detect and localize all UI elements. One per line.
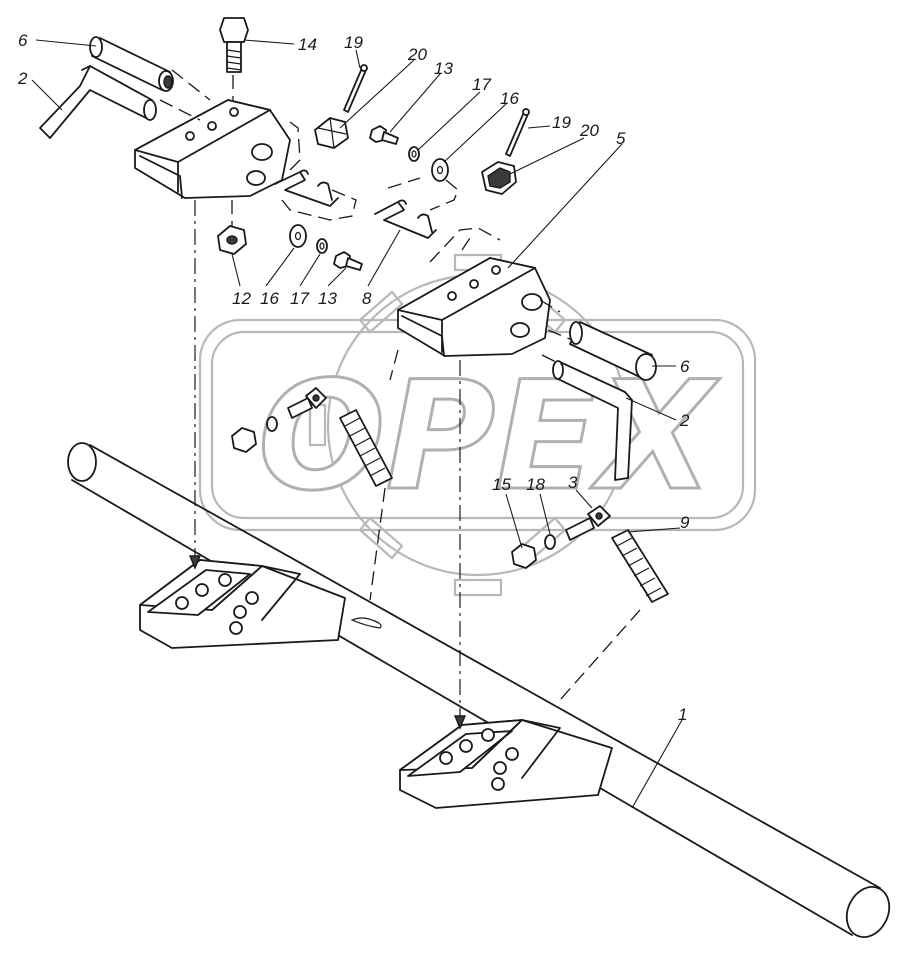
eye-bolt-3 — [565, 505, 611, 541]
leader-lines — [31, 39, 683, 809]
washer-16-lower — [289, 224, 307, 248]
callout-18: 18 — [526, 475, 545, 494]
cotter-pin-19-right — [505, 108, 530, 157]
pin-6-right — [569, 321, 657, 381]
callout-14: 14 — [298, 35, 317, 54]
washer-18 — [544, 534, 556, 550]
callout-3: 3 — [568, 473, 578, 492]
washer-17-lower — [316, 238, 328, 254]
callout-17-upper: 17 — [472, 75, 491, 94]
spring-left — [339, 409, 393, 487]
callout-17-lower: 17 — [290, 289, 309, 308]
handle-2-right — [552, 360, 633, 481]
callout-5: 5 — [616, 129, 626, 148]
washer-16-upper — [431, 158, 449, 182]
tube-bracket-left — [139, 559, 346, 649]
callout-6-upper: 6 — [18, 31, 28, 50]
assembly-guide-lines — [159, 69, 641, 720]
eye-bolt-left — [287, 387, 327, 419]
bolt-13-lower — [333, 251, 363, 271]
cotter-pin-19-left — [343, 64, 368, 113]
nut-12 — [217, 225, 247, 255]
callout-13-lower: 13 — [318, 289, 337, 308]
callout-9: 9 — [680, 513, 690, 532]
clip-8-lower — [374, 199, 437, 239]
tube-bracket-right — [399, 719, 613, 809]
callout-8: 8 — [362, 289, 372, 308]
callout-16-lower: 16 — [260, 289, 279, 308]
callout-16-upper: 16 — [500, 89, 519, 108]
callout-2-right: 2 — [679, 411, 690, 430]
main-tube — [67, 442, 891, 938]
callout-12: 12 — [232, 289, 251, 308]
bolt-14 — [219, 17, 249, 73]
spring-9 — [611, 529, 669, 603]
castle-nut-20-left — [314, 117, 349, 149]
callout-19-upper: 19 — [344, 33, 363, 52]
bolt-13-upper — [369, 125, 399, 145]
clip-8-upper — [274, 169, 339, 207]
callout-20-right: 20 — [579, 121, 599, 140]
washer-17-upper — [408, 146, 420, 162]
pin-6-left — [89, 36, 174, 92]
callout-20-upper: 20 — [407, 45, 427, 64]
callout-labels: 6 2 14 19 20 13 17 16 19 20 5 12 16 17 1… — [17, 31, 690, 724]
nut-15 — [511, 543, 537, 569]
washer-left-lower — [266, 416, 278, 432]
callout-19-right: 19 — [552, 113, 571, 132]
callout-6-right: 6 — [680, 357, 690, 376]
callout-2-upper: 2 — [17, 69, 28, 88]
handle-2-left — [39, 65, 157, 139]
callout-13-upper: 13 — [434, 59, 453, 78]
arrow-heads — [188, 555, 467, 730]
callout-15: 15 — [492, 475, 511, 494]
upper-bracket-left — [134, 99, 291, 199]
nut-left-lower — [231, 427, 257, 453]
callout-1: 1 — [678, 705, 687, 724]
upper-bracket-right — [397, 257, 551, 357]
castle-nut-20-right — [481, 161, 517, 195]
